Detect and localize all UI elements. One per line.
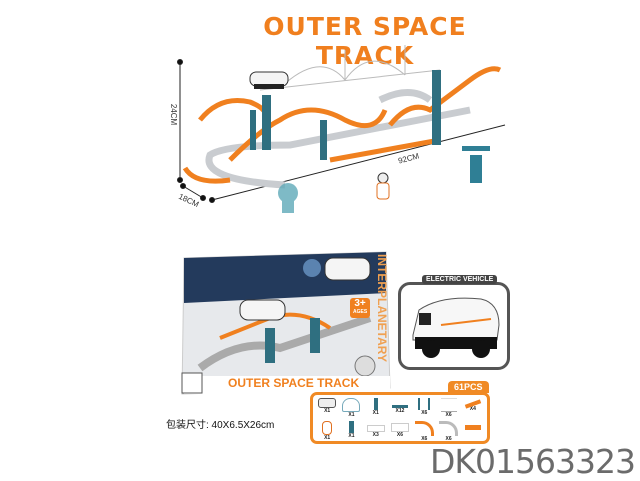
age-sub: AGES [353, 309, 368, 315]
part-qty: X6 [396, 432, 404, 438]
part-qty: X6 [445, 436, 452, 442]
train [249, 71, 289, 89]
part-qty: X6 [445, 412, 452, 418]
box-art [181, 251, 391, 395]
part-satellite-tower: X1 [365, 395, 387, 418]
part-bridge-segment [462, 418, 484, 442]
parts-count: 61PCS [448, 381, 489, 393]
straight-track-icon [390, 423, 409, 432]
part-qty: X1 [372, 410, 379, 416]
part-qty: X1 [348, 433, 355, 439]
astronaut-icon [322, 421, 333, 435]
age-badge: 3+AGES [350, 298, 371, 318]
box-title: OUTER SPACE TRACK [228, 376, 360, 390]
part-straight-track: X3 [365, 418, 387, 442]
part-connector: X12 [389, 395, 411, 418]
height-dimension: 24CM [169, 103, 179, 126]
part-qty: X12 [395, 408, 405, 414]
age-value: 3+ [354, 298, 366, 309]
dimension-lines [177, 59, 506, 203]
orange-curve-icon [414, 421, 434, 436]
orange-track [182, 66, 502, 184]
bridge-segment-icon [464, 425, 481, 430]
part-straight-track-2: X6 [389, 418, 411, 442]
electric-vehicle-label: ELECTRIC VEHICLE [422, 275, 498, 284]
parts-list: X1 X1 X1 X12 X6 X6 X4 X1 X1 X3 X6 X6 X6 [310, 392, 490, 444]
connector-icon [391, 405, 408, 408]
part-qty: X3 [372, 432, 379, 438]
satellite-tower-icon [348, 421, 354, 433]
electric-vehicle-panel [398, 282, 510, 370]
parts-row-2: X1 X1 X3 X6 X6 X6 [313, 418, 487, 442]
watermark: DK01563323 [430, 442, 636, 481]
electric-vehicle-image [412, 297, 500, 358]
satellite-tower-icon [373, 398, 378, 410]
bridge [259, 45, 441, 91]
satellite-tower [462, 146, 490, 183]
track-illustration [177, 45, 506, 213]
package-box: INTERPLANETARY 3+AGES OUTER SPACE TRACK [180, 248, 392, 398]
pillar-icon [418, 398, 431, 410]
vehicle-icon [318, 398, 337, 408]
grey-curve-icon [439, 421, 459, 436]
part-qty: X4 [469, 406, 476, 412]
satellite-dome [278, 183, 298, 213]
part-satellite-tower-2: X1 [340, 418, 362, 442]
straight-track-icon [366, 425, 385, 432]
part-vehicle: X1 [316, 395, 338, 418]
package-size: 包装尺寸: 40X6.5X26cm [166, 420, 275, 431]
part-pillar: X6 [413, 395, 435, 418]
part-qty: X1 [324, 435, 331, 441]
part-astronaut: X1 [316, 418, 338, 442]
bridge-icon [440, 398, 457, 412]
part-bridge: X6 [438, 395, 460, 418]
product-title: OUTER SPACE TRACK [263, 12, 467, 70]
parts-row-1: X1 X1 X1 X12 X6 X6 X4 [313, 395, 487, 418]
astronaut [376, 172, 390, 200]
part-qty: X6 [421, 410, 428, 416]
pillars [250, 70, 441, 160]
part-qty: X1 [324, 408, 331, 414]
part-qty: X6 [421, 436, 428, 442]
part-dome: X1 [340, 395, 362, 418]
dome-icon [342, 398, 361, 412]
part-orange-ramp: X4 [462, 395, 484, 418]
part-orange-curve: X6 [413, 418, 435, 442]
box-side-brand: INTERPLANETARY [375, 254, 389, 362]
part-grey-curve: X6 [438, 418, 460, 442]
part-qty: X1 [348, 412, 355, 418]
